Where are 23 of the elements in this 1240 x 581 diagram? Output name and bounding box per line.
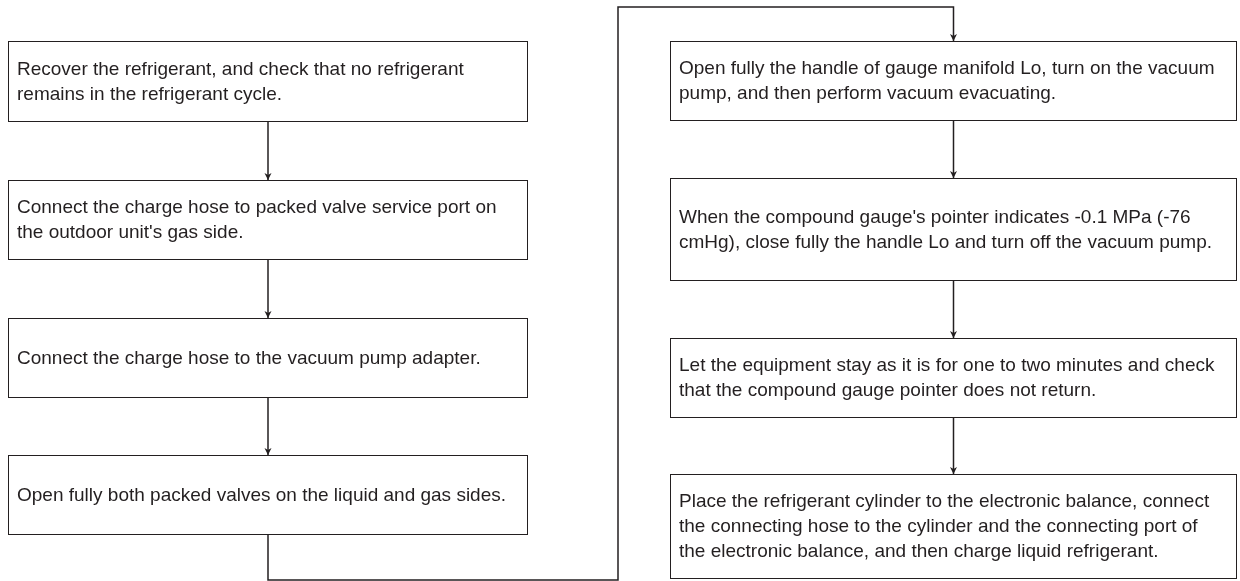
process-box (8, 180, 528, 260)
arrow (950, 120, 957, 179)
step-text: Open fully the handle of gauge manifold Lo, turn on the vacuum pump, and then perform vacuum evacuating. (679, 56, 1216, 105)
step-text: When the compound gauge's pointer indicates -0.1 MPa (-76 cmHg), close fully the handle Lo and turn off the vacuum pump. (679, 204, 1213, 254)
process-box (8, 318, 528, 398)
step-text: Open fully both packed valves on the liquid and gas sides. (17, 482, 508, 507)
process-box (670, 178, 1237, 281)
step-text: Place the refrigerant cylinder to the electronic balance, connect the connecting hose to the cylinder and the connecting port of the electronic balance, and then charge liquid refrigerant. (679, 489, 1211, 563)
process-box (670, 338, 1237, 418)
step-text: Connect the charge hose to the vacuum pump adapter. (17, 345, 482, 370)
process-box (8, 41, 528, 122)
process-box (670, 474, 1237, 579)
arrow (264, 121, 272, 181)
process-box (670, 41, 1237, 121)
arrow (950, 280, 957, 339)
step-text: Recover the refrigerant, and check that no refrigerant remains in the refrigerant cycle. (17, 56, 465, 106)
arrow (950, 417, 957, 475)
process-box (8, 455, 528, 535)
arrow (267, 6, 957, 581)
arrow (264, 259, 272, 319)
step-text: Let the equipment stay as it is for one to two minutes and check that the compound gauge pointer does not return. (679, 353, 1216, 402)
step-text: Connect the charge hose to packed valve service port on the outdoor unit's gas side. (17, 195, 498, 244)
arrow (264, 397, 272, 456)
